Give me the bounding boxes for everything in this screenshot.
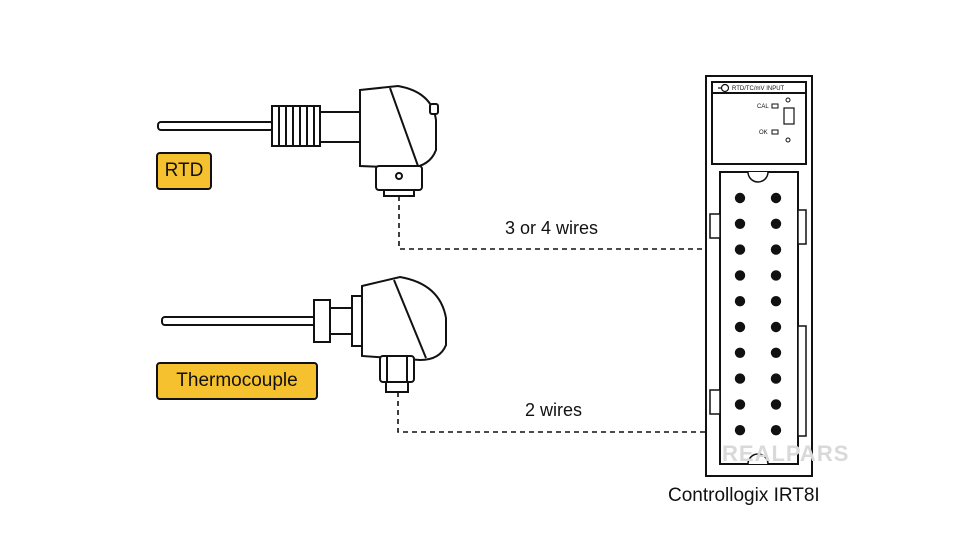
terminal-dot: [734, 296, 746, 307]
rtd-wire: [398, 196, 740, 250]
terminal-dot: [734, 218, 746, 229]
thermocouple-label-tag: Thermocouple: [156, 362, 318, 400]
terminal-dot: [770, 218, 782, 229]
module-status-panel: [711, 81, 807, 165]
controllogix-module: [705, 75, 813, 477]
module-header-label: RTD/TC/mV INPUT: [732, 86, 785, 92]
thermocouple-wire: [397, 392, 740, 433]
terminal-dot: [734, 347, 746, 358]
terminal-dot: [770, 399, 782, 410]
terminal-dot: [734, 192, 746, 204]
cal-label: CAL: [757, 104, 769, 110]
terminal-block: [719, 171, 799, 465]
terminal-dot: [734, 321, 746, 333]
rtd-label-tag: RTD: [156, 152, 212, 190]
terminal-dot: [734, 244, 746, 255]
tc-connector: [379, 355, 415, 383]
tc-fitting: [313, 299, 331, 343]
terminal-dot: [770, 321, 782, 333]
terminal-dot: [734, 270, 746, 281]
tc-head: [361, 275, 447, 362]
tc-probe: [161, 316, 318, 326]
terminal-dot: [734, 373, 746, 384]
terminal-dot: [770, 425, 782, 436]
rtd-head: [359, 84, 437, 170]
realpars-watermark: REALPARS: [722, 441, 850, 466]
terminal-dot: [770, 270, 782, 281]
ok-label: OK: [759, 130, 768, 136]
terminal-dot: [770, 347, 782, 358]
terminal-dot: [770, 244, 782, 255]
terminal-dot: [770, 296, 782, 307]
rtd-sensor: [157, 84, 439, 197]
thermocouple-sensor: [161, 275, 447, 393]
terminal-dot: [770, 373, 782, 384]
thermocouple-wire-label: 2 wires: [525, 400, 583, 420]
terminal-dot: [734, 425, 746, 436]
rtd-probe: [157, 121, 274, 131]
terminal-dot: [734, 399, 746, 410]
module-caption: Controllogix IRT8I: [668, 485, 820, 506]
rtd-wire-label: 3 or 4 wires: [505, 218, 599, 238]
terminal-dot: [770, 192, 782, 204]
wire-paths: [397, 196, 740, 433]
terminal-grid: [734, 192, 782, 436]
